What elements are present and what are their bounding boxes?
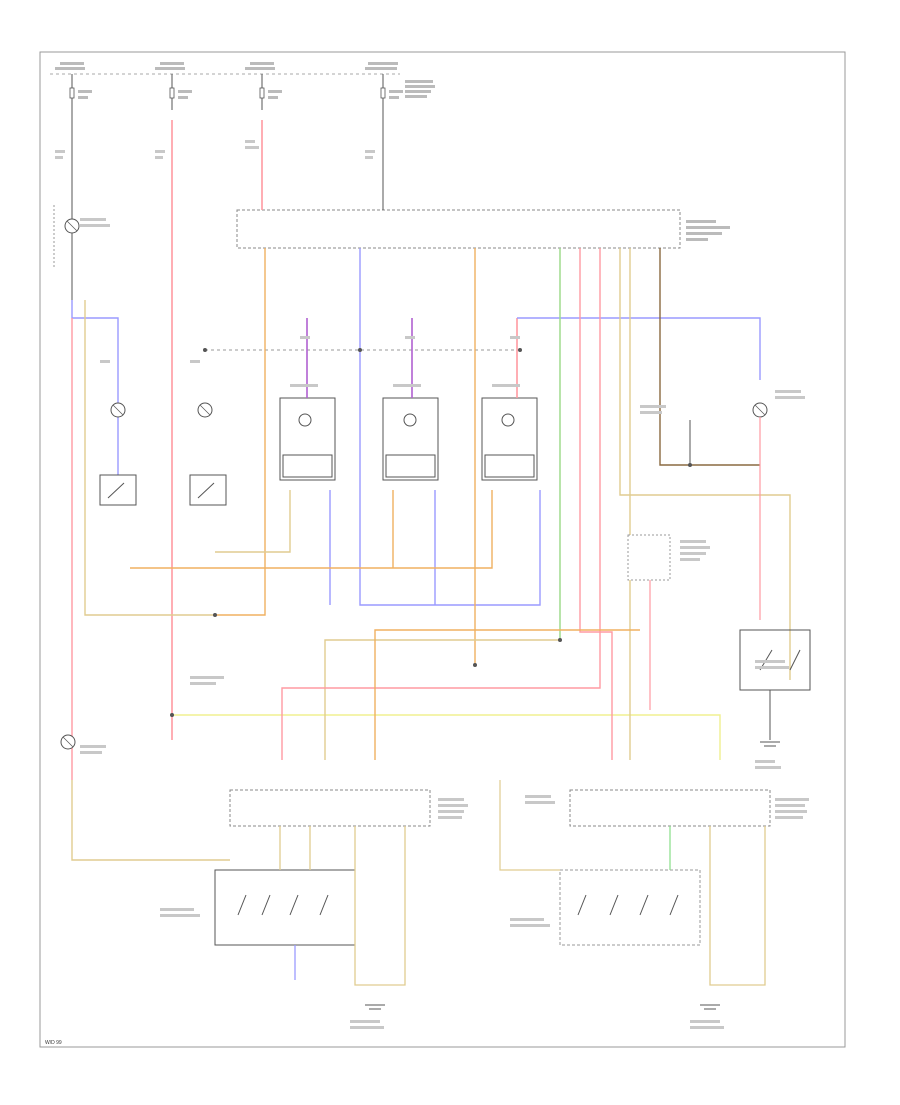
control-module-box [236,209,681,249]
wire-brown [659,248,760,466]
lamp-lower-left [60,734,76,750]
control-module-label [686,220,730,241]
lamp-left-2 [110,402,126,418]
fuse-3 [259,74,265,110]
fuse-2 [169,74,175,110]
wire-orange-left [215,248,266,616]
switch-left-a [99,474,137,506]
switch-cluster-right [559,869,701,946]
fuse-labels [55,62,435,99]
ground-left [365,1004,385,1010]
lamp-left-3 [197,402,213,418]
switch-cluster-left [214,869,356,946]
ground-right [760,741,780,747]
switch-right-assembly [739,629,811,691]
wire-yellow-cross [172,714,721,760]
lamp-license [752,402,768,620]
wire-blue-to-lamp [517,317,761,380]
door-module-right [569,789,771,827]
wire-tan-bottom-left [71,780,230,861]
fuse-4 [380,74,386,110]
wire-tan-left [84,300,215,616]
lamp-upper-left [53,205,80,268]
ground-right-bottom [700,1004,720,1010]
module-door-1 [279,318,336,481]
diagram-frame [39,51,846,1048]
wire-blue-modules [359,248,541,606]
module-door-2 [382,318,439,481]
splice-dots [170,348,692,717]
connector-labels [55,140,809,1029]
fuse-1 [69,74,75,110]
relay-box-right [627,534,671,581]
wire-blue-left [71,300,119,480]
diagram-code: W/D 99 [45,1040,62,1046]
switch-left-b [189,474,227,506]
module-door-3 [481,318,538,481]
wire-orange-bus [130,490,493,569]
wire-red-cross [281,248,601,760]
door-module-left [229,789,431,827]
